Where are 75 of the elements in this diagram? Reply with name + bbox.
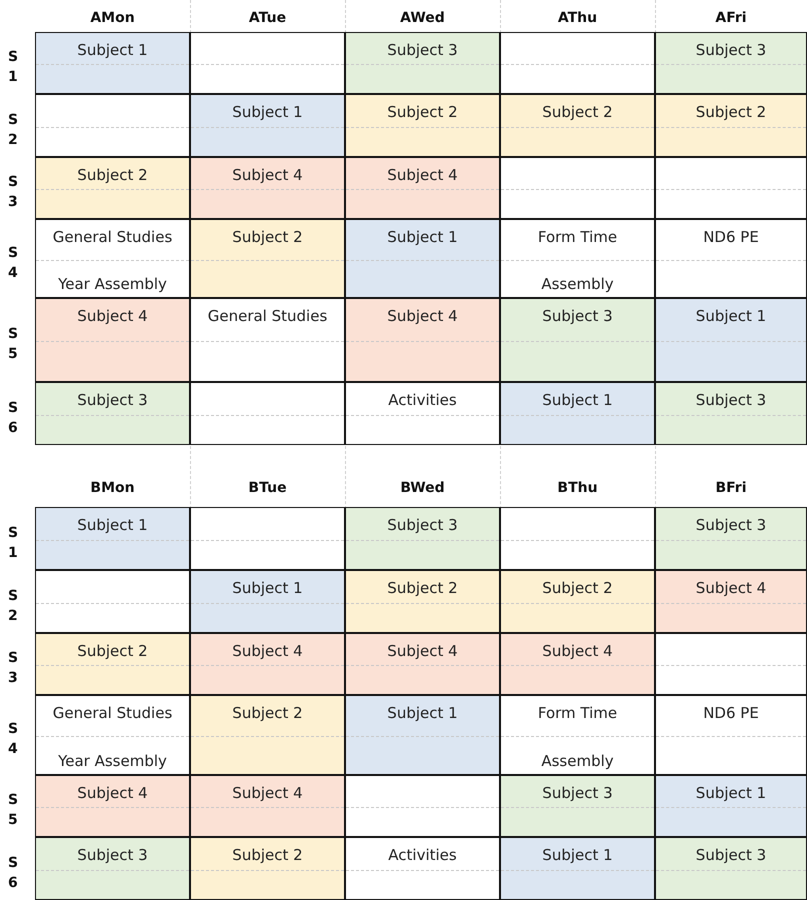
- lesson-label: Subject 3: [694, 516, 768, 534]
- day-header: BThu: [556, 480, 599, 496]
- lesson-label: Subject 4: [386, 642, 459, 660]
- period-label: S 4: [8, 720, 18, 759]
- lesson-label: Subject 3: [386, 516, 459, 534]
- day-header: BWed: [399, 480, 446, 496]
- lesson-label: Subject 4: [386, 166, 459, 184]
- lesson-label: Subject 2: [76, 166, 149, 184]
- lesson-label: Subject 1: [231, 579, 304, 597]
- period-label: S 3: [8, 649, 18, 688]
- lesson-label: Subject 3: [694, 846, 768, 864]
- lesson-label: Subject 2: [76, 642, 149, 660]
- lesson-label: Subject 1: [76, 516, 149, 534]
- lesson-label: Subject 4: [541, 642, 614, 660]
- day-header: AMon: [89, 10, 136, 26]
- period-label: S 5: [8, 325, 18, 364]
- lesson-label: Subject 4: [76, 784, 149, 802]
- period-label: S 2: [8, 586, 18, 626]
- lesson-label: Subject 3: [76, 846, 149, 864]
- lesson-label: ND6 PE: [702, 228, 760, 246]
- day-header: BTue: [247, 480, 288, 496]
- period-label: S 3: [8, 173, 18, 212]
- lesson-label: Subject 1: [694, 784, 768, 802]
- lesson-label: Year Assembly: [57, 275, 168, 293]
- day-header: AThu: [556, 10, 598, 26]
- lesson-label: Subject 1: [76, 41, 149, 59]
- lesson-label: Assembly: [540, 752, 615, 770]
- lesson-label: Subject 4: [694, 579, 768, 597]
- lesson-label: Subject 1: [694, 307, 768, 325]
- lesson-label: Assembly: [540, 275, 615, 293]
- lesson-label: Form Time: [536, 704, 618, 722]
- lesson-label: Subject 3: [386, 41, 459, 59]
- lesson-label: Subject 2: [541, 103, 614, 121]
- lesson-label: Subject 4: [231, 166, 304, 184]
- lesson-label: Subject 1: [541, 846, 614, 864]
- lesson-label: Subject 3: [541, 307, 614, 325]
- period-label: S 2: [8, 110, 18, 150]
- lesson-label: Subject 1: [231, 103, 304, 121]
- period-label: S 6: [8, 398, 18, 438]
- lesson-label: ND6 PE: [702, 704, 760, 722]
- period-label: S 5: [8, 791, 18, 830]
- lesson-label: Subject 4: [231, 642, 304, 660]
- day-header: BFri: [714, 480, 748, 496]
- lesson-label: Subject 1: [386, 228, 459, 246]
- lesson-label: Year Assembly: [57, 752, 168, 770]
- period-label: S 4: [8, 244, 18, 282]
- lesson-label: General Studies: [206, 307, 328, 325]
- day-header: ATue: [248, 10, 288, 26]
- lesson-label: Subject 1: [386, 704, 459, 722]
- lesson-label: General Studies: [52, 704, 174, 722]
- lesson-label: Subject 4: [76, 307, 149, 325]
- lesson-label: Subject 2: [231, 704, 304, 722]
- lesson-label: Subject 2: [231, 228, 304, 246]
- day-header: BMon: [89, 480, 136, 496]
- lesson-label: Subject 3: [76, 391, 149, 409]
- period-label: S 1: [8, 524, 18, 562]
- lesson-label: Subject 3: [694, 41, 768, 59]
- lesson-label: Subject 2: [541, 579, 614, 597]
- period-label: S 6: [8, 854, 18, 892]
- lesson-label: Subject 3: [694, 391, 768, 409]
- lesson-label: Subject 2: [694, 103, 768, 121]
- lesson-label: Subject 1: [541, 391, 614, 409]
- lesson-label: Subject 2: [231, 846, 304, 864]
- day-header: AFri: [714, 10, 748, 26]
- lesson-label: Subject 2: [386, 579, 459, 597]
- lesson-label: Subject 4: [231, 784, 304, 802]
- lesson-label: Form Time: [536, 228, 618, 246]
- lesson-label: Subject 3: [541, 784, 614, 802]
- lesson-label: Subject 4: [386, 307, 459, 325]
- period-label: S 1: [8, 48, 18, 87]
- lesson-label: Activities: [387, 846, 458, 864]
- lesson-label: General Studies: [52, 228, 174, 246]
- lesson-label: Subject 2: [386, 103, 459, 121]
- day-header: AWed: [399, 10, 446, 26]
- lesson-label: Activities: [387, 391, 458, 409]
